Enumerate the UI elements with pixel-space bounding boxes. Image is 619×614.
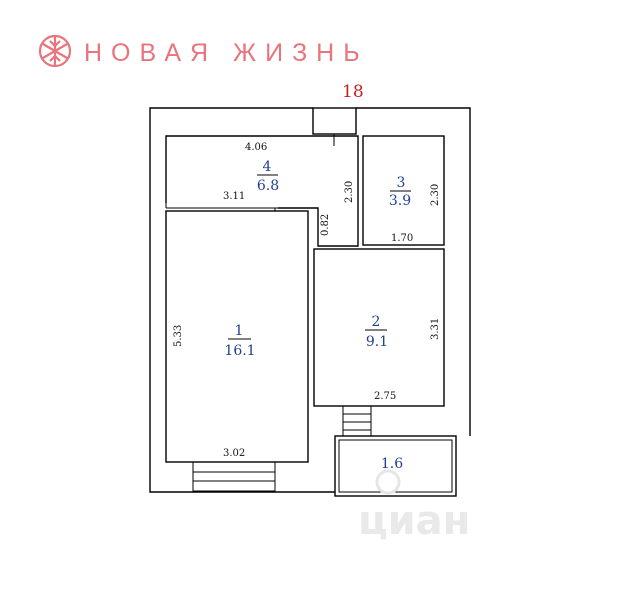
room-1-area: 16.1 (224, 343, 255, 359)
dim-room2-height: 3.31 (430, 318, 441, 340)
balcony-area: 1.6 (381, 456, 403, 472)
balcony: 1.6 (334, 435, 457, 497)
dim-room3-height: 2.30 (430, 184, 441, 206)
watermark-text: циан (358, 498, 470, 544)
window-room-1 (192, 461, 276, 492)
dim-room3-width: 1.70 (391, 233, 413, 244)
dim-room1-bottom-width: 3.02 (223, 448, 245, 459)
room-4: 4 6.8 4.06 2.30 0.82 (165, 135, 359, 247)
room-1-number: 1 (235, 323, 244, 339)
room-3: 3 3.9 2.30 1.70 (362, 135, 445, 246)
dim-room4-height: 2.30 (344, 181, 355, 203)
dim-room1-height: 5.33 (173, 325, 184, 347)
dim-room1-top-width: 3.11 (223, 191, 245, 202)
room-2-area: 9.1 (366, 334, 388, 350)
room-3-area: 3.9 (389, 193, 411, 209)
room-1: 3.11 1 16.1 5.33 3.02 (165, 191, 309, 492)
outer-walls (149, 107, 471, 493)
apartment-number: 18 (342, 82, 364, 102)
dim-corridor-gap: 0.82 (320, 214, 331, 236)
cian-logo-icon (375, 469, 401, 495)
cian-watermark: циан (358, 469, 470, 544)
dim-room2-width: 2.75 (374, 391, 396, 402)
dim-room4-width: 4.06 (245, 142, 267, 153)
room-3-number: 3 (397, 175, 406, 191)
brand-logo: НОВАЯ ЖИЗНЬ (38, 34, 369, 68)
room-2-number: 2 (372, 314, 381, 330)
snowflake-ornament-icon (38, 34, 72, 68)
brand-name: НОВАЯ ЖИЗНЬ (84, 39, 369, 67)
balcony-door (342, 405, 372, 437)
room-4-area: 6.8 (257, 178, 279, 194)
room-2: 2 9.1 3.31 2.75 (313, 248, 445, 437)
room-4-number: 4 (263, 159, 272, 175)
